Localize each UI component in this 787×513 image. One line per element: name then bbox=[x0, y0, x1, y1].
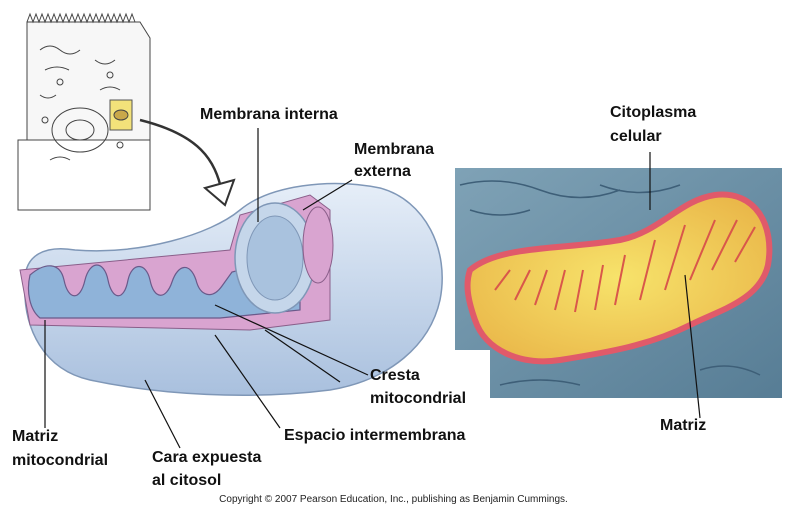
label-cresta-line1: Cresta bbox=[370, 365, 420, 386]
label-matriz-micrograph: Matriz bbox=[660, 415, 706, 436]
label-matriz-line2: mitocondrial bbox=[12, 450, 108, 471]
copyright-notice: Copyright © 2007 Pearson Education, Inc.… bbox=[0, 494, 787, 505]
cell-sketch bbox=[18, 14, 150, 210]
label-membrana-interna: Membrana interna bbox=[200, 104, 338, 125]
label-citoplasma-line2: celular bbox=[610, 126, 662, 147]
label-espacio-intermembrana: Espacio intermembrana bbox=[284, 425, 465, 446]
label-cara-line2: al citosol bbox=[152, 470, 221, 491]
label-membrana-externa-line1: Membrana bbox=[354, 139, 434, 160]
label-citoplasma-line1: Citoplasma bbox=[610, 102, 696, 123]
mitochondrion-illustration bbox=[20, 184, 442, 396]
label-cara-line1: Cara expuesta bbox=[152, 447, 261, 468]
label-matriz-line1: Matriz bbox=[12, 426, 58, 447]
magnify-arrow bbox=[140, 120, 222, 192]
arrow-head bbox=[205, 180, 234, 205]
label-membrana-externa-line2: externa bbox=[354, 161, 411, 182]
label-cresta-line2: mitocondrial bbox=[370, 388, 466, 409]
electron-micrograph bbox=[455, 168, 782, 398]
